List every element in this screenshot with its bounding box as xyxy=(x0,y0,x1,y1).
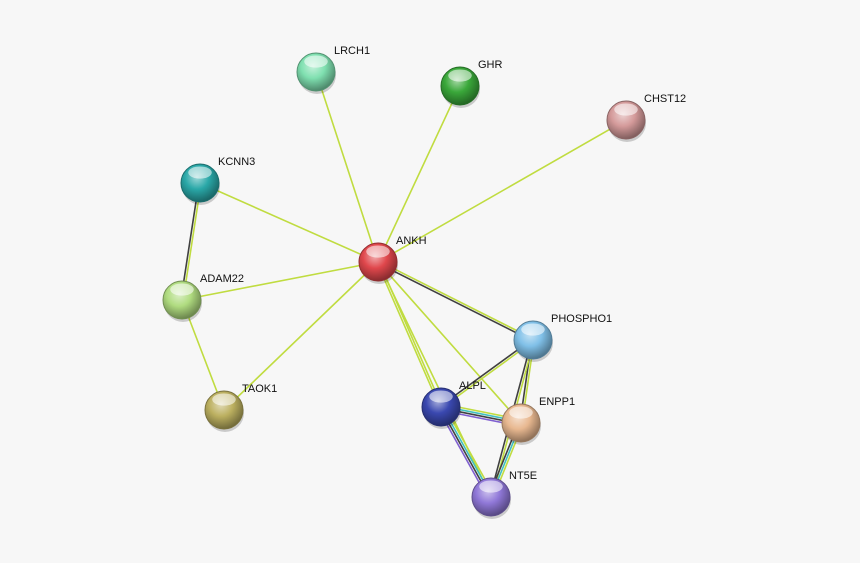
node-nt5e[interactable]: NT5E xyxy=(471,470,537,519)
node-label: ALPL xyxy=(459,380,486,392)
node-label: ADAM22 xyxy=(200,273,244,285)
node-adam22[interactable]: ADAM22 xyxy=(162,273,244,322)
node-enpp1[interactable]: ENPP1 xyxy=(501,396,575,445)
node-highlight xyxy=(448,69,472,82)
edge-ankh-kcnn3[interactable] xyxy=(199,182,379,263)
node-label: ANKH xyxy=(396,235,427,247)
node-label: KCNN3 xyxy=(218,156,255,168)
node-label: CHST12 xyxy=(644,93,686,105)
node-ghr[interactable]: GHR xyxy=(440,59,503,108)
node-highlight xyxy=(170,283,194,296)
edge-ankh-lrch1[interactable] xyxy=(315,71,379,263)
node-highlight xyxy=(429,390,453,403)
edges-layer xyxy=(180,71,627,500)
edge-kcnn3-adam22[interactable] xyxy=(180,182,202,301)
edge-channel xyxy=(181,261,379,301)
node-label: NT5E xyxy=(509,470,537,482)
edge-channel xyxy=(180,182,200,301)
node-ankh[interactable]: ANKH xyxy=(358,235,427,284)
edge-channel xyxy=(376,261,441,409)
edge-channel xyxy=(199,182,379,263)
edge-channel xyxy=(377,119,627,263)
edge-channel xyxy=(376,262,534,342)
edge-ankh-chst12[interactable] xyxy=(377,119,627,263)
edge-ankh-alpl[interactable] xyxy=(376,260,443,409)
edge-channel xyxy=(377,261,522,424)
node-label: PHOSPHO1 xyxy=(551,313,612,325)
node-highlight xyxy=(188,166,212,179)
node-label: GHR xyxy=(478,59,503,71)
edge-ankh-ghr[interactable] xyxy=(377,85,461,263)
edge-adam22-taok1[interactable] xyxy=(181,299,225,411)
node-highlight xyxy=(366,245,390,258)
node-highlight xyxy=(614,103,638,116)
edge-ankh-phospho1[interactable] xyxy=(376,260,535,342)
node-label: ENPP1 xyxy=(539,396,575,408)
node-label: LRCH1 xyxy=(334,45,370,57)
node-lrch1[interactable]: LRCH1 xyxy=(296,45,370,94)
edge-channel xyxy=(223,261,379,411)
edge-channel xyxy=(315,71,379,263)
edge-channel xyxy=(377,260,535,340)
edge-ankh-adam22[interactable] xyxy=(181,261,379,301)
node-highlight xyxy=(521,323,545,336)
node-kcnn3[interactable]: KCNN3 xyxy=(180,156,255,205)
node-highlight xyxy=(479,480,503,493)
edge-ankh-enpp1[interactable] xyxy=(377,261,522,424)
edge-channel xyxy=(181,299,225,411)
edge-channel xyxy=(377,85,461,263)
node-highlight xyxy=(212,393,236,406)
edge-ankh-taok1[interactable] xyxy=(223,261,379,411)
edge-channel xyxy=(182,182,202,301)
node-chst12[interactable]: CHST12 xyxy=(606,93,686,142)
node-highlight xyxy=(509,406,533,419)
node-label: TAOK1 xyxy=(242,383,277,395)
node-alpl[interactable]: ALPL xyxy=(421,380,486,429)
node-taok1[interactable]: TAOK1 xyxy=(204,383,277,432)
node-highlight xyxy=(304,55,328,68)
node-phospho1[interactable]: PHOSPHO1 xyxy=(513,313,612,362)
